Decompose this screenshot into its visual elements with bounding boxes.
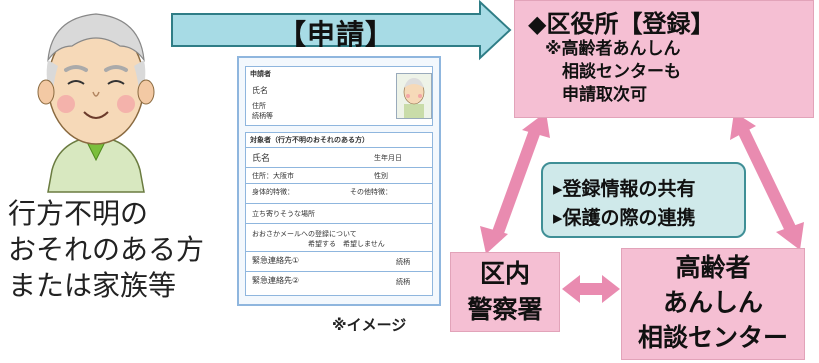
form-name-label: 氏名 (252, 86, 268, 95)
form-relation-label: 続柄等 (252, 112, 273, 120)
apply-label: 【申請】 (278, 18, 395, 51)
form-mail-options: 希望する 希望しません (308, 240, 385, 248)
ward-office-note-line3: 申請取次可 (562, 85, 647, 105)
form-applicant-section: 申請者 氏名 住所 続柄等 (245, 66, 433, 126)
police-center-arrow (562, 275, 620, 303)
ward-office-title: ◆区役所【登録】 (528, 10, 715, 38)
form-contact2-relation: 続柄 (396, 278, 410, 286)
form-photo-person-icon (403, 78, 425, 118)
form-subject-name-label: 氏名 (252, 154, 271, 164)
form-divider (246, 147, 432, 148)
police-label-line1: 区内 (479, 259, 530, 288)
apply-arrow (171, 0, 512, 61)
form-subject-address-label: 住所：大阪市 (252, 172, 294, 180)
form-birth-label: 生年月日 (374, 154, 402, 162)
info-item-sharing: ▸登録情報の共有 (553, 178, 696, 200)
ward-office-box (514, 0, 814, 118)
ward-office-note: ※高齢者あんしん 相談センターも 申請取次可 (545, 38, 681, 107)
applicant-caption: 行方不明の おそれのある方 または家族等 (8, 196, 218, 304)
info-item-cooperation: ▸保護の際の連携 (553, 207, 696, 229)
form-features-label: 身体的特徴： (252, 188, 294, 196)
form-other-label: その他特徴： (350, 188, 392, 196)
support-center-label: 高齢者 あんしん 相談センター (621, 250, 805, 355)
form-mail-label: おおさかメールへの登録について (252, 230, 357, 238)
form-divider (246, 203, 432, 204)
form-image-caption: ※イメージ (332, 316, 407, 334)
ward-police-arrow (480, 112, 550, 254)
applicant-caption-line2: おそれのある方 (8, 233, 205, 266)
form-contact1-relation: 続柄 (396, 258, 410, 266)
form-contact1-label: 緊急連絡先① (252, 256, 300, 265)
ward-office-note-line1: ※高齢者あんしん (545, 39, 681, 59)
form-divider (246, 183, 432, 184)
form-applicant-header: 申請者 (250, 70, 271, 78)
police-label-line2: 警察署 (467, 295, 543, 324)
support-center-label-line1: 高齢者 (675, 253, 751, 282)
form-divider (246, 251, 432, 252)
support-center-box (621, 248, 805, 360)
form-places-label: 立ち寄りそうな場所 (252, 210, 315, 218)
form-address-label: 住所 (252, 102, 266, 110)
form-divider (246, 167, 432, 168)
support-center-label-line2: あんしん (662, 288, 763, 317)
police-box (450, 252, 560, 332)
info-sharing-box: ▸登録情報の共有 ▸保護の際の連携 (541, 162, 746, 238)
form-subject-header: 対象者（行方不明のおそれのある方） (250, 136, 369, 144)
registration-form-image: 申請者 氏名 住所 続柄等 対象者（行方不明のおそれのある方） 氏名 生年月日 … (237, 56, 441, 306)
form-divider (246, 271, 432, 272)
form-contact2-label: 緊急連絡先② (252, 276, 300, 285)
form-sex-label: 性別 (374, 172, 388, 180)
form-subject-section: 対象者（行方不明のおそれのある方） 氏名 生年月日 住所：大阪市 性別 身体的特… (245, 132, 433, 296)
support-center-label-line3: 相談センター (637, 323, 788, 352)
applicant-caption-line1: 行方不明の (8, 197, 149, 230)
form-divider (246, 223, 432, 224)
elderly-person-illustration (37, 13, 155, 193)
form-photo (396, 73, 432, 119)
applicant-caption-line3: または家族等 (8, 269, 177, 302)
ward-office-note-line2: 相談センターも (562, 62, 681, 82)
ward-center-arrow (730, 112, 804, 250)
police-label: 区内 警察署 (450, 256, 560, 328)
